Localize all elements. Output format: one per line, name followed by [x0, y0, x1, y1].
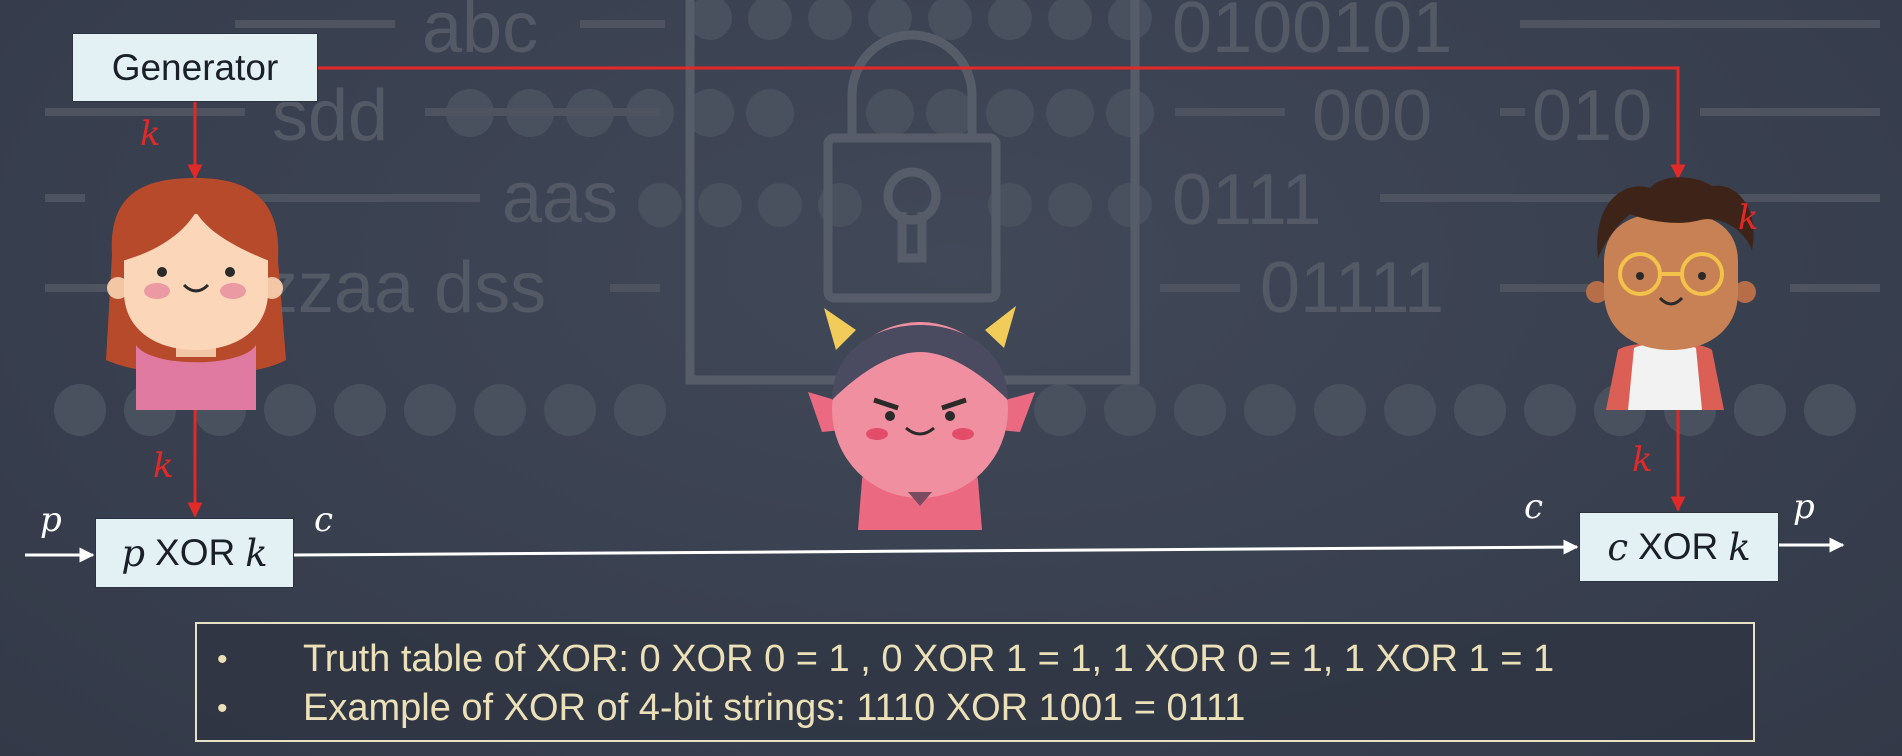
key-label-generator-bob: k: [1738, 198, 1759, 238]
ciphertext-label-in: c: [1524, 487, 1544, 527]
bg-word-01111: 01111: [1260, 248, 1444, 328]
bg-word-zzaa-dss: zzaa dss: [262, 248, 546, 328]
bg-word-abc: abc: [422, 0, 538, 68]
devil-avatar-icon: [808, 306, 1035, 530]
generator-label: Generator: [111, 46, 279, 88]
boy-avatar-icon: [1586, 177, 1756, 410]
note-item: • Example of XOR of 4-bit strings: 1110 …: [217, 684, 1753, 733]
bg-word-010: 010: [1532, 76, 1652, 156]
key-label-generator-alice: k: [140, 114, 161, 154]
key-label-bob-decrypt: k: [1632, 440, 1653, 480]
decrypt-key-var: k: [1728, 525, 1751, 569]
bg-word-0111: 0111: [1172, 160, 1321, 240]
girl-avatar-icon: [106, 178, 286, 410]
plaintext-label-out: p: [1793, 487, 1815, 527]
encrypt-xor-box: p XOR k: [95, 518, 294, 588]
encrypt-key-var: k: [245, 531, 268, 575]
bullet-icon: •: [217, 691, 228, 725]
decrypt-input-var: c: [1607, 525, 1629, 569]
key-arrow-generator-to-bob: [318, 66, 1686, 180]
decrypt-xor-box: c XOR k: [1579, 512, 1779, 582]
bullet-icon: •: [217, 642, 228, 676]
note-truth-table: Truth table of XOR: 0 XOR 0 = 1 , 0 XOR …: [303, 638, 1555, 680]
generator-box: Generator: [72, 33, 318, 102]
bg-word-0100101: 0100101: [1172, 0, 1452, 68]
encrypt-op: XOR: [155, 532, 236, 573]
plaintext-label-in: p: [40, 500, 62, 540]
notes-box: • Truth table of XOR: 0 XOR 0 = 1 , 0 XO…: [195, 622, 1755, 742]
ciphertext-label-out: c: [314, 500, 334, 540]
note-item: • Truth table of XOR: 0 XOR 0 = 1 , 0 XO…: [217, 635, 1753, 684]
bg-word-000: 000: [1312, 76, 1432, 156]
note-example: Example of XOR of 4-bit strings: 1110 XO…: [303, 687, 1246, 729]
background-text: abc sdd aas zzaa dss 0100101 000 010 011…: [262, 0, 1652, 328]
bg-word-aas: aas: [502, 158, 618, 238]
encrypt-input-var: p: [121, 531, 146, 575]
arrow-ciphertext-channel: [293, 539, 1579, 557]
decrypt-op: XOR: [1638, 526, 1719, 567]
key-label-alice-encrypt: k: [153, 446, 174, 486]
